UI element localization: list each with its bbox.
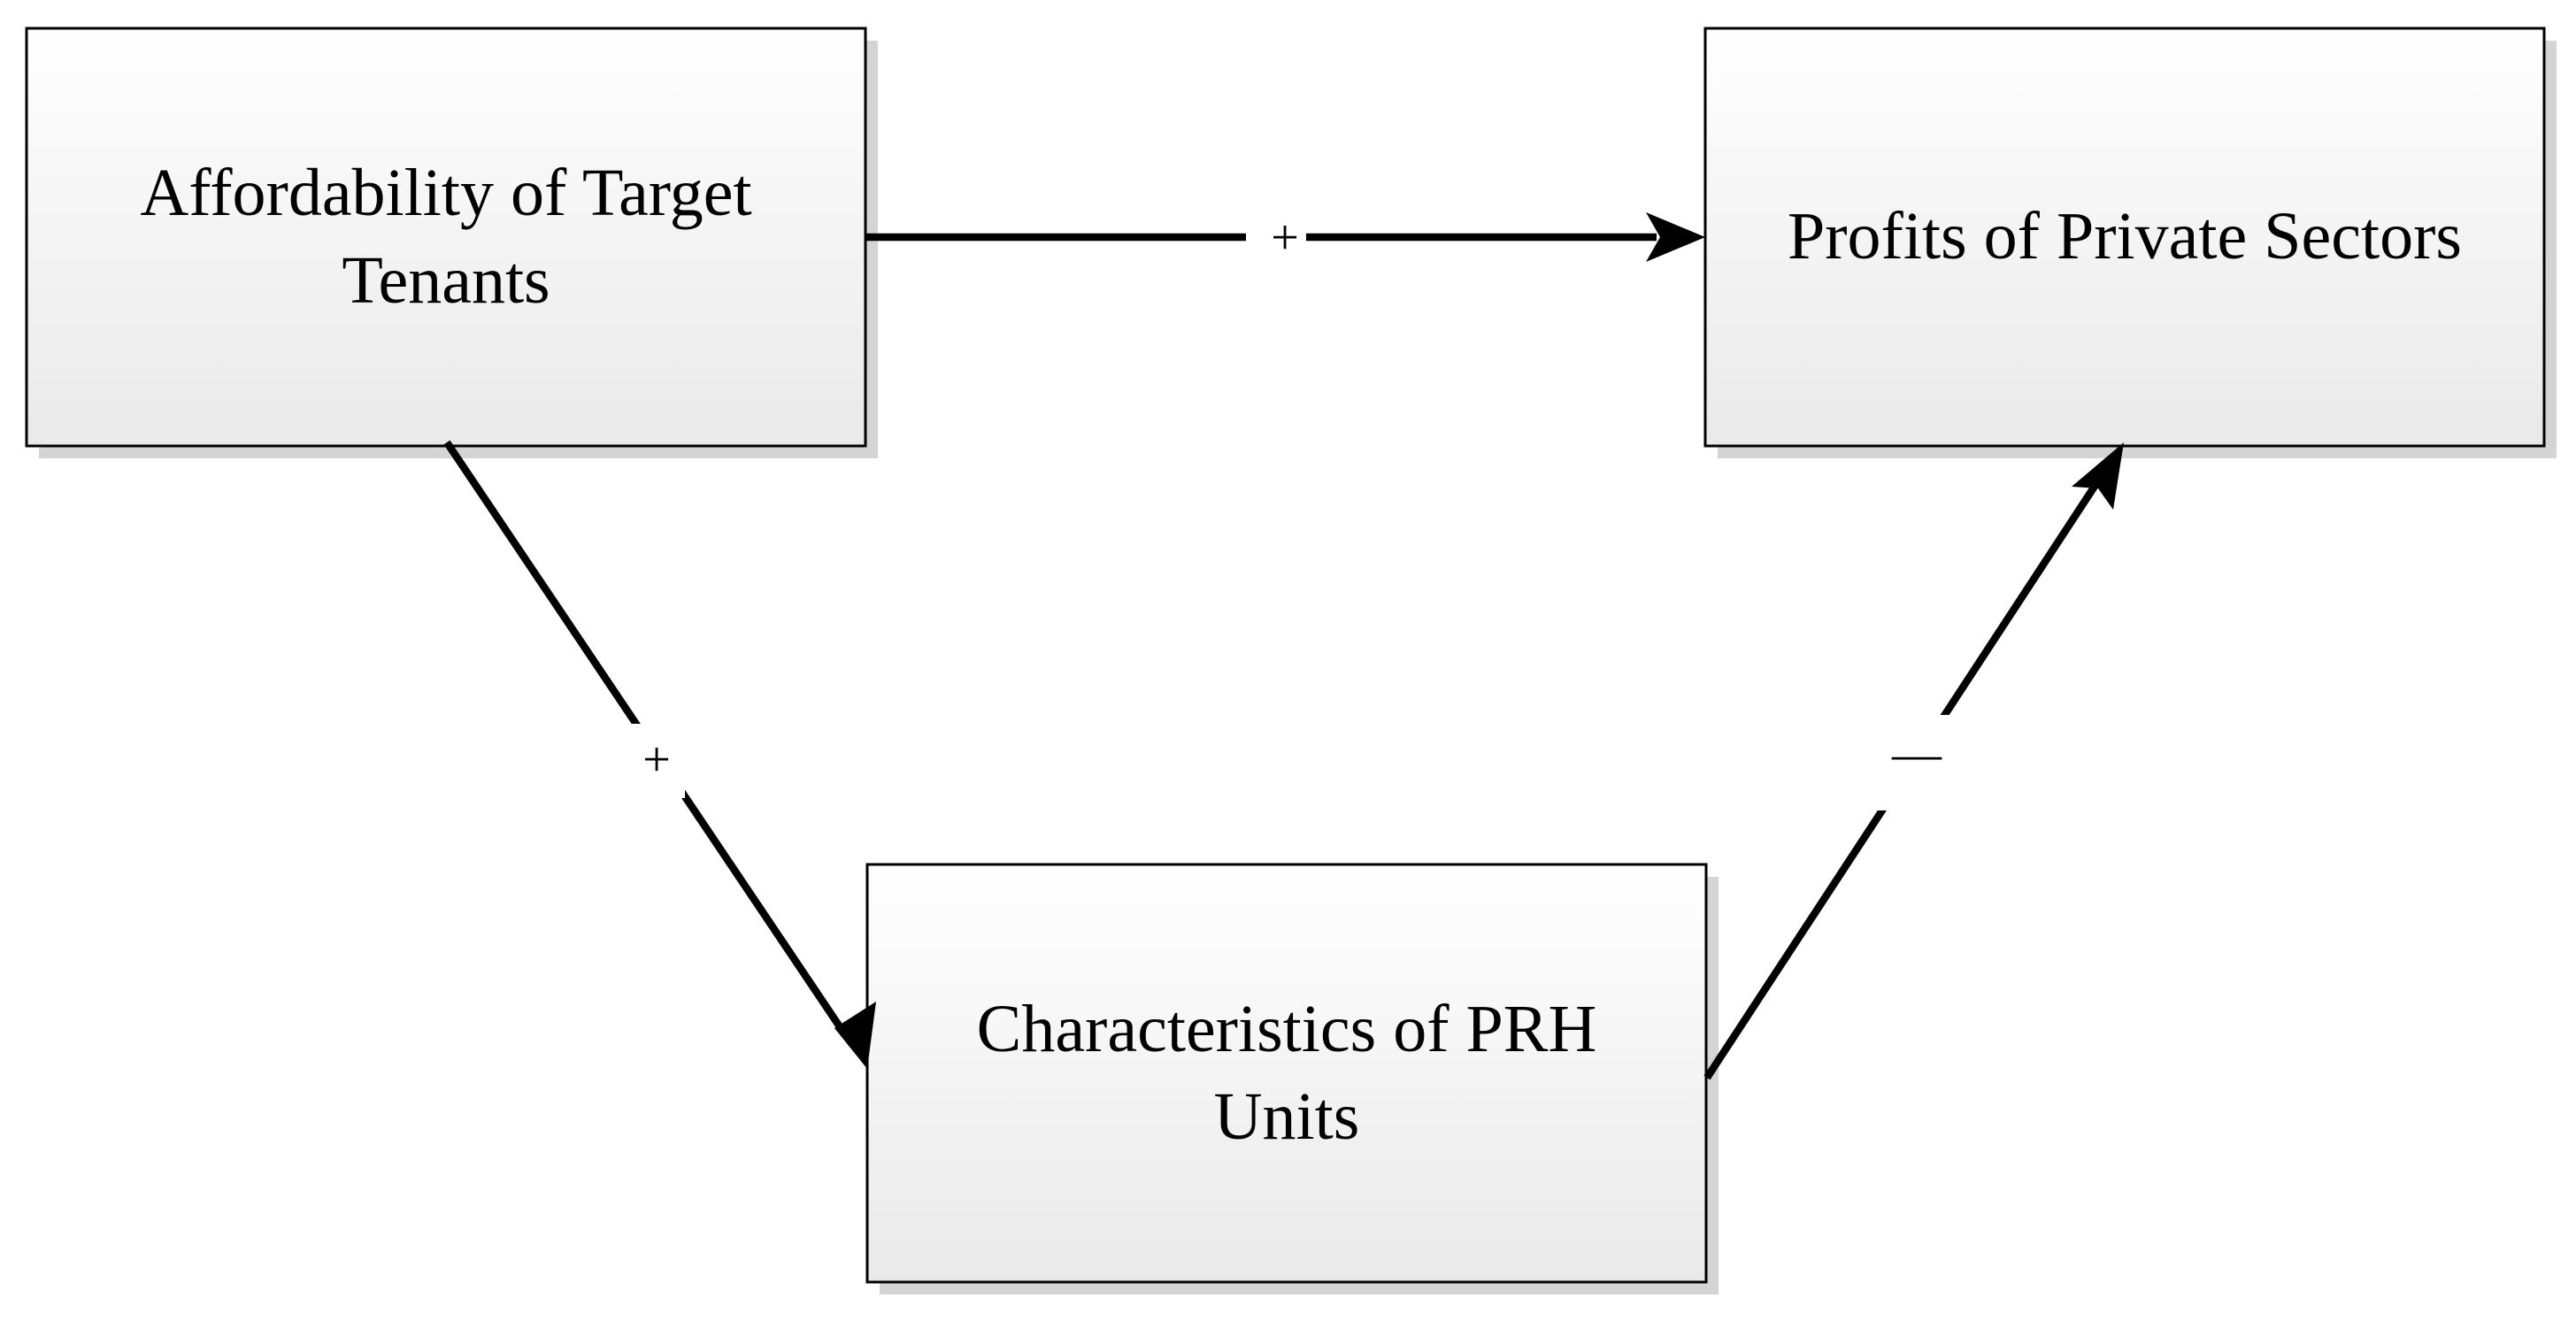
edge-sign-label: —: [1891, 726, 1942, 781]
node-characteristics-label-line-1: Characteristics of PRH: [977, 992, 1597, 1066]
node-box: [865, 863, 1708, 1284]
node-characteristics[interactable]: Characteristics of PRH Units: [865, 863, 1719, 1294]
edge-label-gap: [630, 724, 685, 798]
arrowhead-icon: [834, 1002, 876, 1069]
edge-characteristics-to-profits[interactable]: —: [1703, 442, 2124, 1080]
edge-sign-label: +: [1271, 211, 1299, 265]
node-profits-label: Profits of Private Sectors: [1788, 199, 2462, 273]
node-box: [25, 27, 867, 448]
edge-affordability-to-characteristics[interactable]: +: [443, 440, 876, 1069]
node-affordability-label-line-2: Tenants: [342, 243, 550, 318]
arrowhead-icon: [2072, 442, 2124, 510]
node-profits[interactable]: Profits of Private Sectors: [1703, 27, 2557, 458]
edge-sign-label: +: [642, 733, 671, 787]
node-characteristics-label-line-2: Units: [1214, 1079, 1360, 1154]
node-box: [1703, 27, 2546, 448]
edge-affordability-to-profits[interactable]: +: [865, 211, 1705, 265]
edge-label-gap: [1246, 227, 1306, 248]
arrowhead-icon: [1646, 212, 1705, 262]
node-affordability-label-line-1: Affordability of Target: [140, 156, 751, 230]
edge-label-gap: [1869, 715, 1965, 810]
node-affordability[interactable]: Affordability of Target Tenants: [25, 27, 878, 458]
